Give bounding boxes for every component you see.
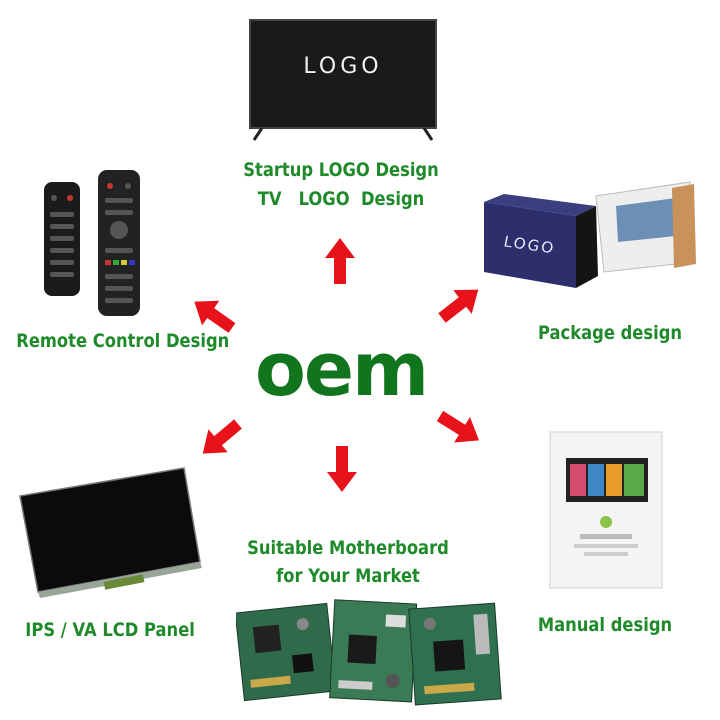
motherboard-image <box>236 596 506 712</box>
panel-image <box>14 466 204 598</box>
remote-image <box>38 168 158 318</box>
tv-image: LOGO <box>240 18 440 142</box>
package-image: LOGO <box>476 176 700 296</box>
tv-icon <box>249 19 437 141</box>
label-startup-line1: Startup LOGO Design <box>243 159 439 181</box>
manual-icon <box>549 431 663 589</box>
label-startup-line2: TV LOGO Design <box>257 188 425 210</box>
arrow-up <box>325 238 355 284</box>
center-oem: oem <box>255 327 429 413</box>
package-box-icon <box>484 181 696 288</box>
label-mother-line1: Suitable Motherboard <box>247 537 449 559</box>
label-remote: Remote Control Design <box>16 330 230 352</box>
label-manual: Manual design <box>537 614 673 636</box>
lcd-panel-icon <box>19 467 202 598</box>
tv-logo-text: LOGO <box>303 54 383 79</box>
label-package: Package design <box>537 322 683 344</box>
arrow-up-left <box>185 289 241 341</box>
arrow-down-left <box>193 412 248 466</box>
arrow-down <box>327 446 357 492</box>
manual-image <box>548 430 666 590</box>
motherboard-icon <box>236 599 502 706</box>
arrow-up-right <box>432 277 488 330</box>
label-mother-line2: for Your Market <box>276 565 420 587</box>
arrow-down-right <box>432 403 487 454</box>
label-panel: IPS / VA LCD Panel <box>25 619 195 641</box>
remote-icon <box>44 170 140 316</box>
